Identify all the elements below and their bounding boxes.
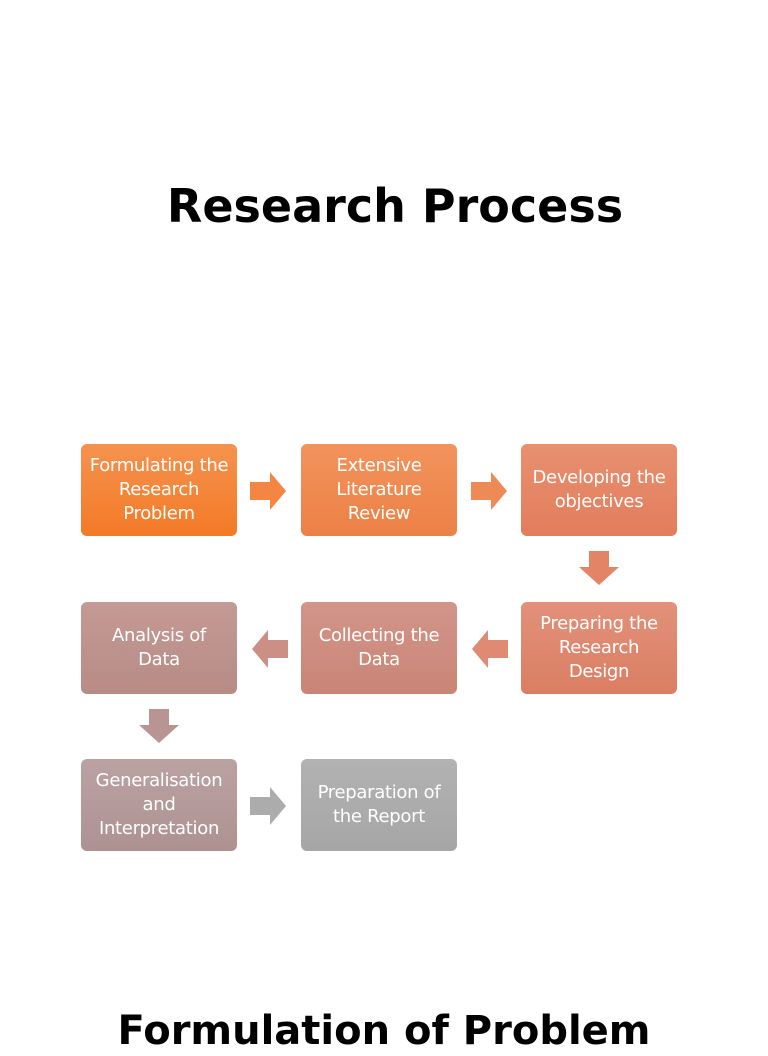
right-arrow-icon	[250, 472, 286, 510]
step-label: Analysis of Data	[112, 625, 206, 670]
down-arrow-icon	[579, 551, 619, 585]
step-label: Collecting the Data	[318, 625, 440, 670]
step-generalisation: Generalisation and Interpretation	[81, 759, 237, 851]
slide-title: Research Process	[166, 179, 624, 233]
right-arrow-icon	[250, 787, 286, 825]
step-developing-objectives: Developing the objectives	[521, 444, 677, 536]
step-literature-review: Extensive Literature Review	[301, 444, 457, 536]
step-label: Preparing the Research Design	[540, 613, 658, 682]
step-label: Generalisation and Interpretation	[95, 770, 223, 839]
step-label: Extensive Literature Review	[336, 455, 422, 524]
step-label: Preparation of the Report	[317, 782, 441, 827]
left-arrow-icon	[252, 630, 288, 668]
step-label: Developing the objectives	[532, 467, 666, 512]
step-label: Formulating the Research Problem	[89, 455, 229, 524]
step-analysis-of-data: Analysis of Data	[81, 602, 237, 694]
step-formulating-problem: Formulating the Research Problem	[81, 444, 237, 536]
next-slide-heading: Formulation of Problem	[117, 1008, 651, 1054]
down-arrow-icon	[139, 709, 179, 743]
right-arrow-icon	[471, 472, 507, 510]
step-research-design: Preparing the Research Design	[521, 602, 677, 694]
left-arrow-icon	[472, 630, 508, 668]
step-collecting-data: Collecting the Data	[301, 602, 457, 694]
step-preparation-of-report: Preparation of the Report	[301, 759, 457, 851]
